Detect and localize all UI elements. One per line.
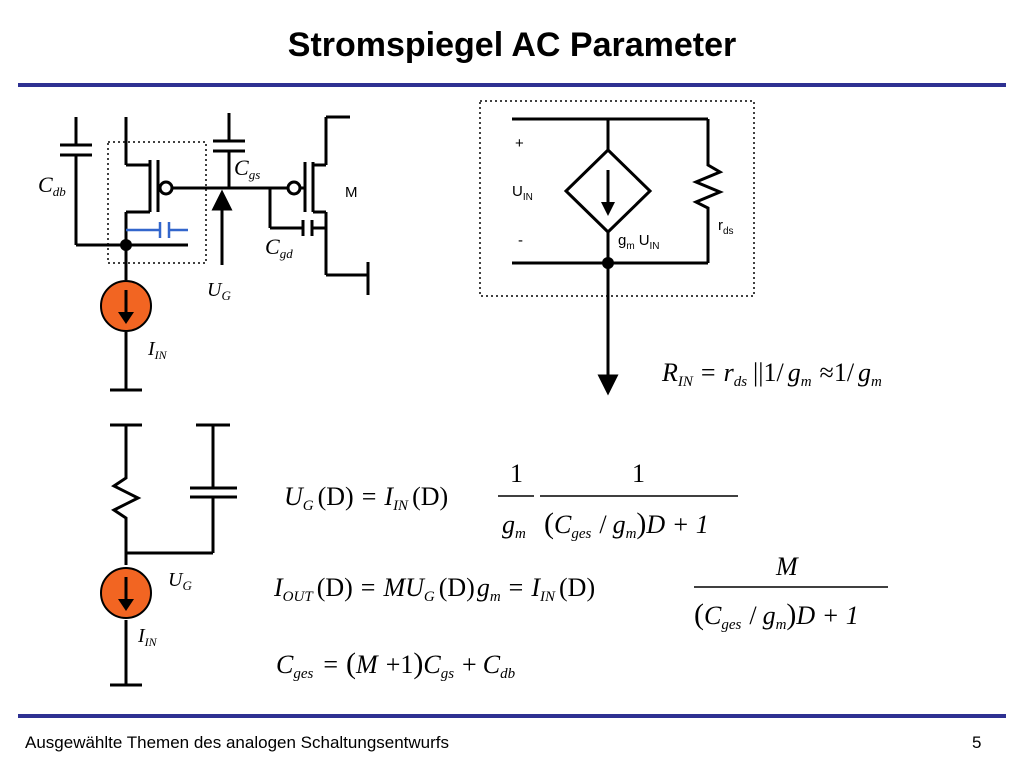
vccs-arrow: [601, 202, 615, 216]
current-mirror-circuit: [60, 113, 370, 392]
iin2-label: IIN: [137, 625, 158, 649]
top-divider: [18, 83, 1006, 87]
cgd-label: Cgd: [265, 234, 293, 261]
iout-equation: IOUT(D)=MUG(D)gm=IIN(D) M (Cges/gm)D + 1: [273, 552, 888, 633]
cgd-capacitor: [268, 188, 326, 236]
input-transistor: [124, 117, 305, 245]
svg-text:M: M: [775, 552, 799, 581]
slide-title: Stromspiegel AC Parameter: [287, 26, 737, 64]
svg-text:1: 1: [510, 459, 523, 488]
cges-equation: Cges=(M+1)Cgs+Cdb: [276, 647, 516, 682]
ug-label: UG: [207, 279, 231, 303]
output-transistor: [286, 115, 370, 295]
svg-text:Cges=(M+1)Cgs+Cdb: Cges=(M+1)Cgs+Cdb: [276, 647, 516, 682]
minus-sign: -: [518, 232, 523, 249]
svg-text:IOUT(D)=MUG(D)gm=IIN(D): IOUT(D)=MUG(D)gm=IIN(D): [273, 573, 595, 605]
rds-label: rds: [718, 217, 734, 237]
output-node-dot: [602, 257, 614, 269]
svg-text:gm: gm: [502, 510, 526, 542]
rc-equivalent-circuit: [110, 423, 237, 687]
ug-equation: UG(D)=IIN(D) 1 gm 1 (Cges/gm)D + 1: [284, 459, 738, 542]
small-signal-model: [512, 117, 724, 396]
bottom-divider: [18, 714, 1006, 718]
current-source-2-icon: [100, 567, 152, 619]
cdb-label: Cdb: [38, 172, 66, 199]
mirror-ratio-label: M: [345, 184, 358, 201]
rin-equation: RIN=rds||1/gm≈1/gm: [661, 358, 882, 390]
footer-course-title: Ausgewählte Themen des analogen Schaltun…: [25, 733, 450, 752]
node-dot: [120, 239, 132, 251]
small-signal-dotted-box: [479, 100, 755, 297]
uin-label: UIN: [512, 183, 533, 203]
svg-text:(Cges/gm)D + 1: (Cges/gm)D + 1: [544, 507, 709, 542]
current-source-icon: [100, 280, 152, 332]
cgs-parasitic-highlight: [126, 222, 188, 238]
cgs-label: Cgs: [234, 155, 260, 182]
ug2-label: UG: [168, 569, 192, 593]
cdb-capacitor: [60, 117, 92, 245]
svg-text:1: 1: [632, 459, 645, 488]
page-number: 5: [972, 733, 982, 752]
plus-sign: +: [515, 135, 524, 152]
iin-label: IIN: [147, 338, 168, 362]
svg-text:UG(D)=IIN(D): UG(D)=IIN(D): [284, 482, 448, 514]
svg-text:(Cges/gm)D + 1: (Cges/gm)D + 1: [694, 598, 859, 633]
cgs-capacitor: [213, 113, 245, 188]
